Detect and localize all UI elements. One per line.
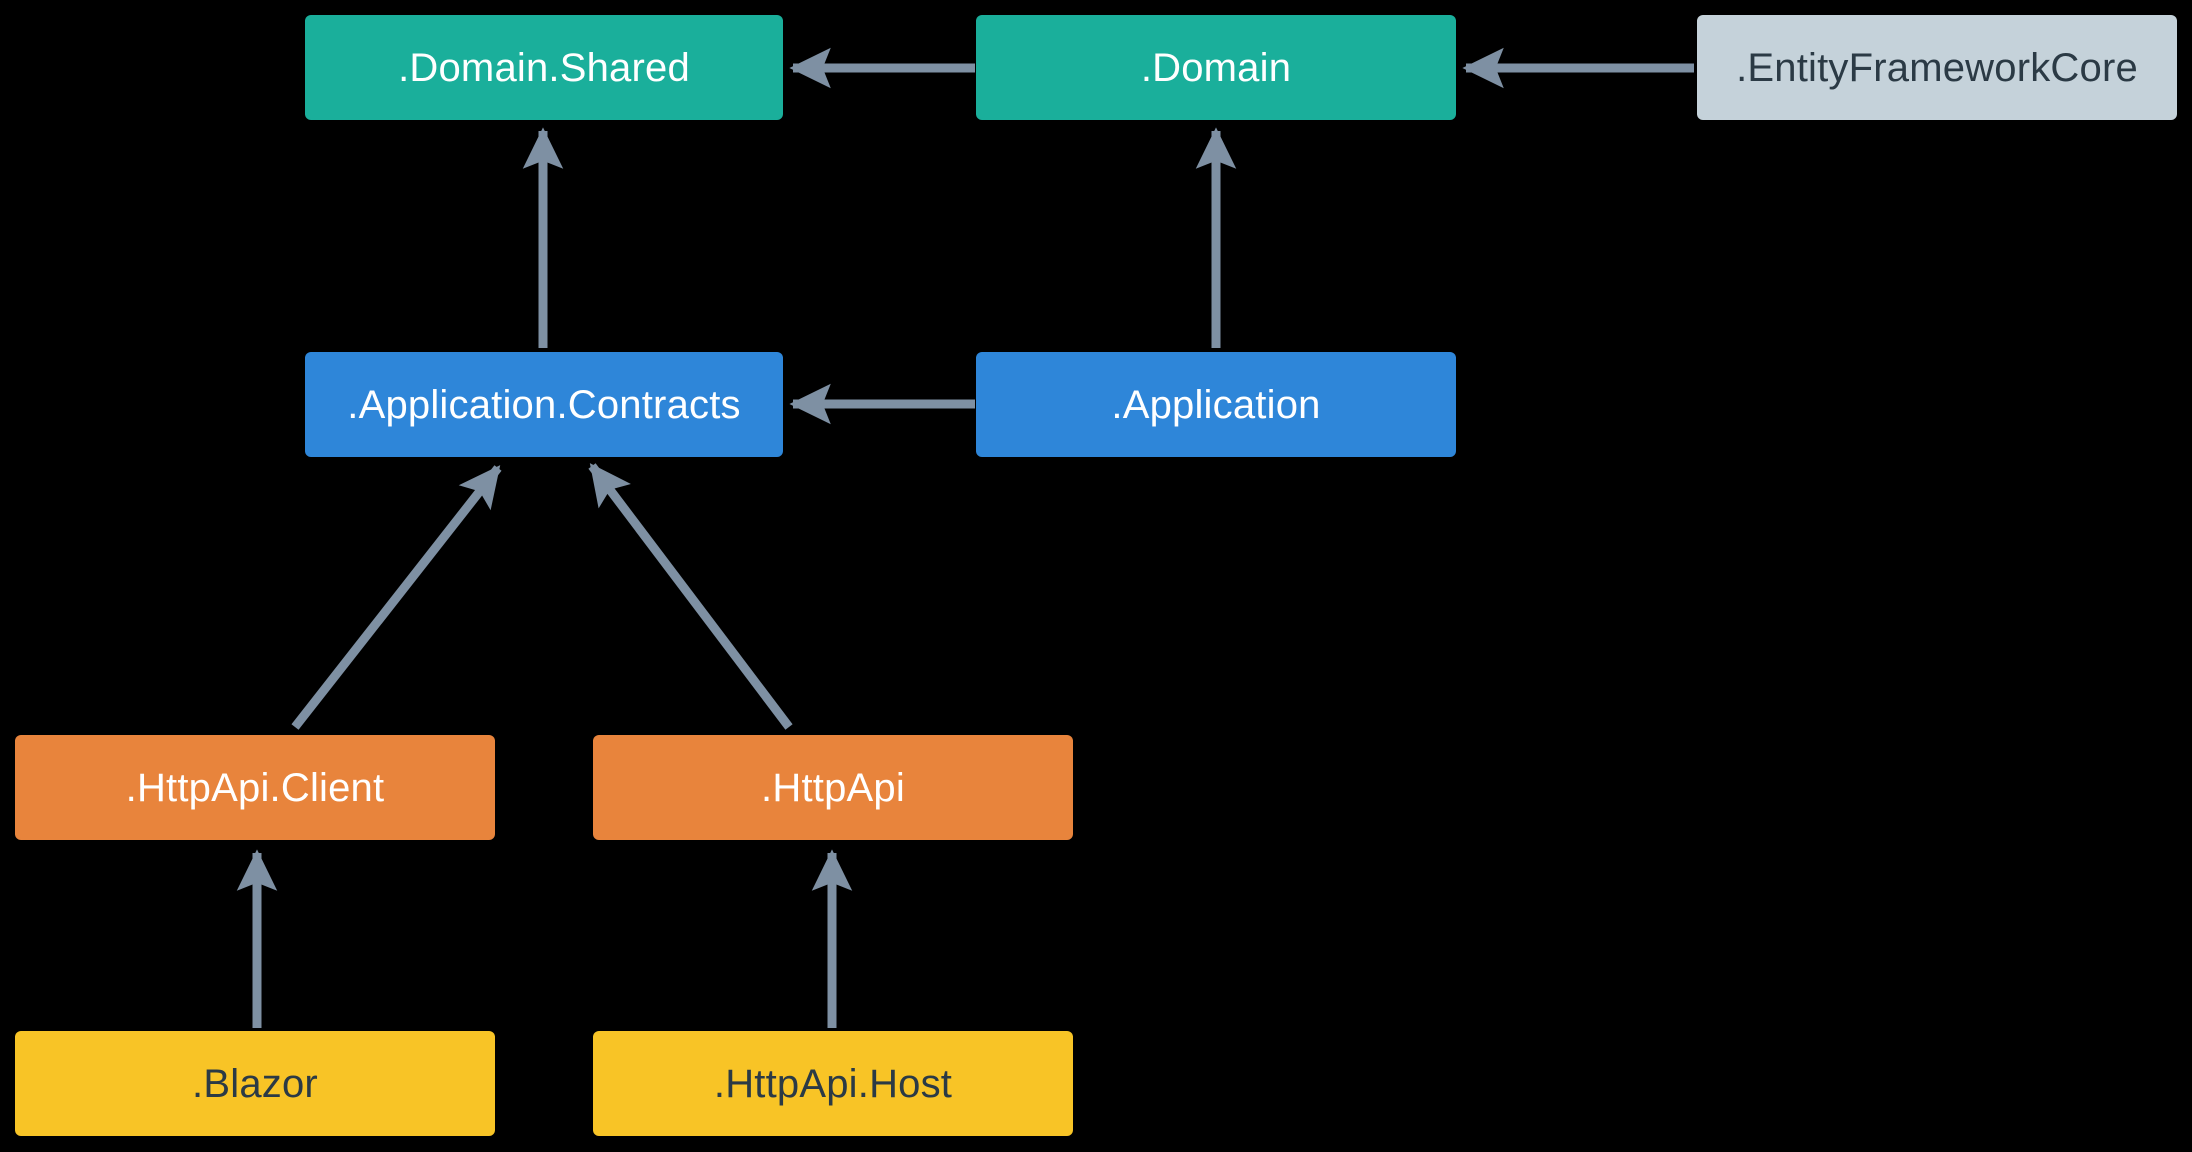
edge-httpapi-client-to-application-contracts: [291, 465, 502, 730]
node-entity-framework-core[interactable]: .EntityFrameworkCore: [1697, 15, 2177, 120]
node-label-httpapi-client: .HttpApi.Client: [125, 765, 385, 810]
node-domain-shared[interactable]: .Domain.Shared: [305, 15, 783, 120]
node-domain[interactable]: .Domain: [976, 15, 1456, 120]
node-httpapi-client[interactable]: .HttpApi.Client: [15, 735, 495, 840]
node-label-blazor: .Blazor: [192, 1061, 318, 1106]
edge-group: [236, 47, 1694, 1028]
node-label-application: .Application: [1111, 382, 1321, 427]
node-label-domain-shared: .Domain.Shared: [398, 45, 690, 90]
edge-httpapi-to-application-contracts: [588, 463, 793, 730]
node-application-contracts[interactable]: .Application.Contracts: [305, 352, 783, 457]
node-label-entity-framework-core: .EntityFrameworkCore: [1736, 45, 2138, 90]
node-httpapi-host[interactable]: .HttpApi.Host: [593, 1031, 1073, 1136]
node-label-httpapi: .HttpApi: [761, 765, 905, 810]
node-label-domain: .Domain: [1140, 45, 1292, 90]
node-label-httpapi-host: .HttpApi.Host: [713, 1061, 953, 1106]
node-label-application-contracts: .Application.Contracts: [347, 382, 741, 427]
node-blazor[interactable]: .Blazor: [15, 1031, 495, 1136]
node-application[interactable]: .Application: [976, 352, 1456, 457]
node-httpapi[interactable]: .HttpApi: [593, 735, 1073, 840]
